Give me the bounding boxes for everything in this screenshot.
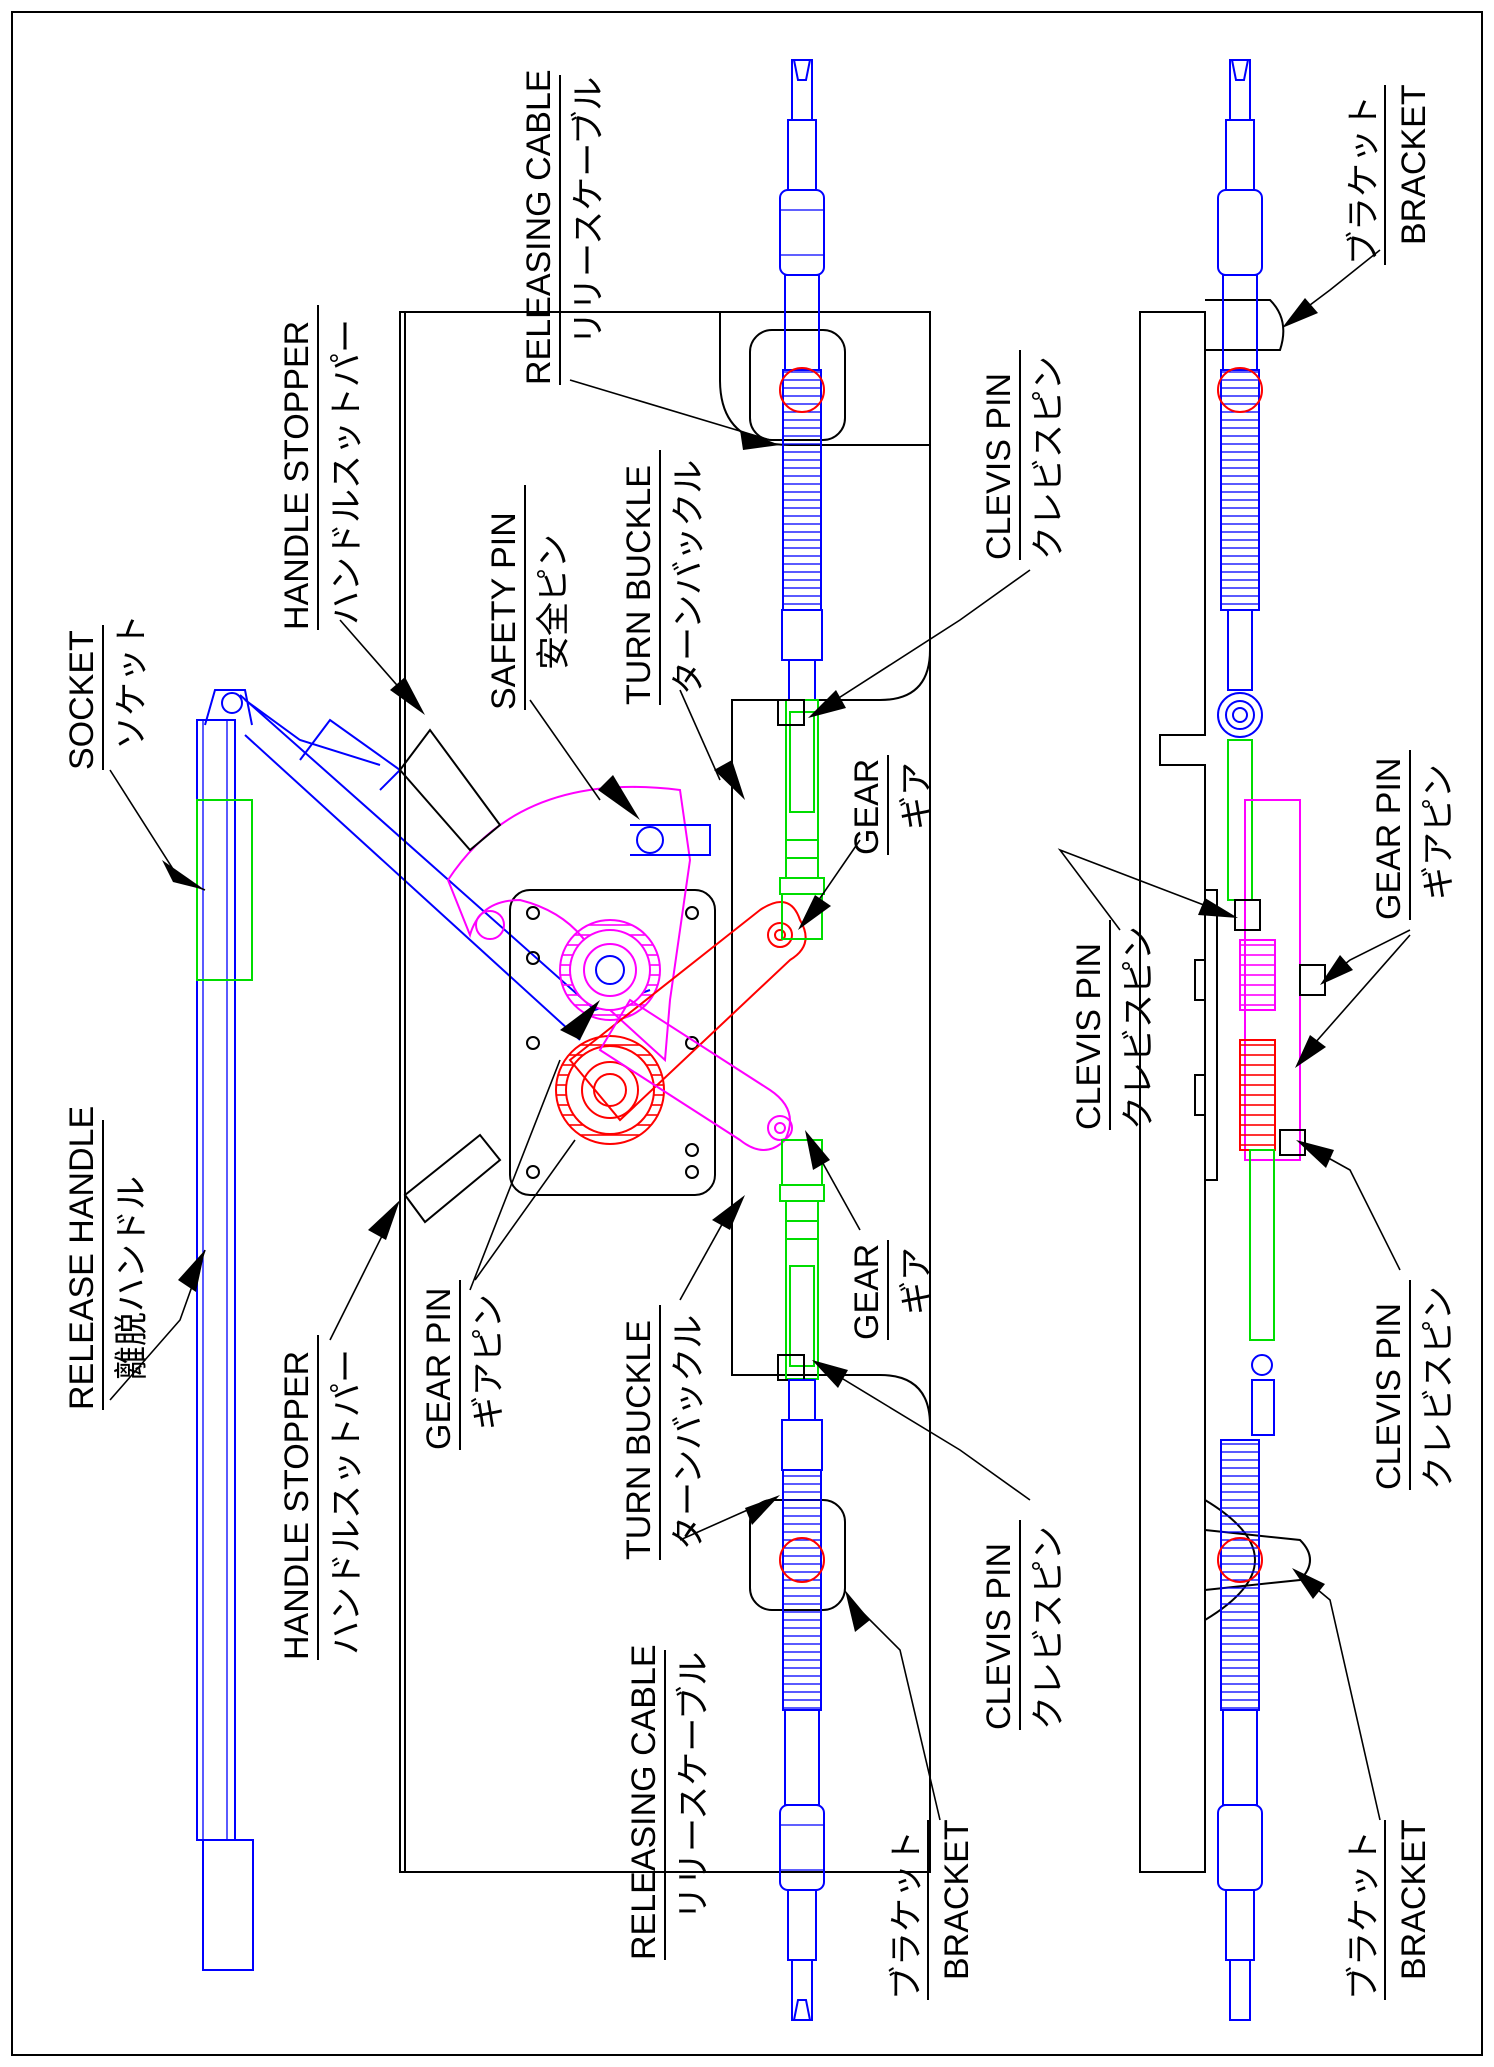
svg-text:安全ピン: 安全ピン	[535, 534, 573, 670]
svg-text:BRACKET: BRACKET	[1395, 1819, 1433, 1980]
label-releasing-cable-top: RELEASING CABLE リリースケーブル	[520, 69, 608, 385]
label-bracket-right-bottom: ブラケット BRACKET	[1345, 1819, 1433, 2000]
svg-text:ソケット: ソケット	[113, 614, 151, 750]
svg-text:CLEVIS PIN: CLEVIS PIN	[980, 373, 1018, 560]
drawing-border	[11, 11, 1483, 2056]
label-safety-pin: SAFETY PIN 安全ピン	[485, 485, 573, 710]
svg-text:ブラケット: ブラケット	[888, 1830, 926, 2000]
label-handle-stopper-top: HANDLE STOPPER ハンドルスットパー	[278, 305, 366, 630]
svg-text:ターンバックル: ターンバックル	[670, 1315, 708, 1550]
release-handle	[196, 689, 381, 1971]
label-gear-pin-left: GEAR PIN ギアピン	[420, 1280, 508, 1450]
svg-text:TURN BUCKLE: TURN BUCKLE	[620, 1320, 658, 1560]
label-clevis-pin-bottom: CLEVIS PIN クレビスピン	[980, 1520, 1068, 1730]
label-gear-pin-side: GEAR PIN ギアピン	[1370, 750, 1458, 920]
label-gear-bottom: GEAR ギア	[848, 1240, 936, 1340]
svg-text:ハンドルスットパー: ハンドルスットパー	[328, 319, 366, 625]
svg-text:CLEVIS PIN: CLEVIS PIN	[1370, 1303, 1408, 1490]
svg-text:離脱ハンドル: 離脱ハンドル	[113, 1176, 151, 1380]
label-turn-buckle-top: TURN BUCKLE ターンバックル	[620, 450, 708, 705]
side-view-cable	[1217, 59, 1326, 2021]
label-bracket-right-top: ブラケット BRACKET	[1345, 84, 1433, 265]
label-clevis-pin-side-lower: CLEVIS PIN クレビスピン	[1370, 1280, 1458, 1490]
svg-text:ギアピン: ギアピン	[470, 1294, 508, 1430]
label-socket: SOCKET ソケット	[63, 614, 151, 770]
svg-text:CLEVIS PIN: CLEVIS PIN	[980, 1543, 1018, 1730]
svg-text:GEAR: GEAR	[848, 1244, 886, 1340]
label-gear-top: GEAR ギア	[848, 755, 936, 855]
svg-text:GEAR: GEAR	[848, 759, 886, 855]
svg-text:ギアピン: ギアピン	[1420, 764, 1458, 900]
svg-text:クレビスピン: クレビスピン	[1030, 356, 1068, 560]
gear-box-plate	[509, 889, 716, 1196]
svg-text:ブラケット: ブラケット	[1345, 95, 1383, 265]
svg-text:CLEVIS PIN: CLEVIS PIN	[1070, 943, 1108, 1130]
svg-text:ターンバックル: ターンバックル	[670, 460, 708, 695]
label-clevis-pin-side-upper: CLEVIS PIN クレビスピン	[1070, 920, 1158, 1130]
gear-upper	[559, 919, 661, 1021]
label-turn-buckle-bottom: TURN BUCKLE ターンバックル	[620, 1305, 708, 1560]
svg-text:BRACKET: BRACKET	[1395, 84, 1433, 245]
svg-text:HANDLE STOPPER: HANDLE STOPPER	[278, 321, 316, 630]
svg-text:TURN BUCKLE: TURN BUCKLE	[620, 465, 658, 705]
svg-text:HANDLE STOPPER: HANDLE STOPPER	[278, 1351, 316, 1660]
gear-lower	[555, 1035, 665, 1145]
svg-text:ハンドルスットパー: ハンドルスットパー	[328, 1349, 366, 1655]
svg-text:リリースケーブル: リリースケーブル	[570, 77, 608, 345]
svg-text:GEAR PIN: GEAR PIN	[420, 1288, 458, 1450]
svg-text:RELEASING CABLE: RELEASING CABLE	[520, 69, 558, 385]
svg-text:RELEASING CABLE: RELEASING CABLE	[625, 1644, 663, 1960]
svg-text:クレビスピン: クレビスピン	[1420, 1286, 1458, 1490]
handle-stopper-top-part	[398, 728, 502, 852]
label-releasing-cable-bottom: RELEASING CABLE リリースケーブル	[625, 1644, 713, 1960]
svg-text:ブラケット: ブラケット	[1345, 1830, 1383, 2000]
svg-text:ギア: ギア	[898, 1247, 936, 1315]
gear-arm-red	[568, 901, 807, 1122]
svg-text:SAFETY PIN: SAFETY PIN	[485, 512, 523, 710]
svg-text:ギア: ギア	[898, 762, 936, 830]
svg-text:GEAR PIN: GEAR PIN	[1370, 758, 1408, 920]
svg-text:RELEASE HANDLE: RELEASE HANDLE	[63, 1106, 101, 1410]
svg-text:クレビスピン: クレビスピン	[1120, 926, 1158, 1130]
label-release-handle: RELEASE HANDLE 離脱ハンドル	[63, 1106, 151, 1410]
label-handle-stopper-bottom: HANDLE STOPPER ハンドルスットパー	[278, 1335, 366, 1660]
label-clevis-pin-top: CLEVIS PIN クレビスピン	[980, 350, 1068, 560]
svg-text:BRACKET: BRACKET	[938, 1819, 976, 1980]
svg-text:クレビスピン: クレビスピン	[1030, 1526, 1068, 1730]
top-view-cable	[777, 59, 825, 2021]
svg-text:リリースケーブル: リリースケーブル	[675, 1652, 713, 1920]
svg-text:SOCKET: SOCKET	[63, 630, 101, 770]
leader-lines	[109, 249, 1411, 1821]
handle-stopper-bottom-part	[403, 1133, 502, 1224]
label-bracket-left: ブラケット BRACKET	[888, 1819, 976, 2000]
